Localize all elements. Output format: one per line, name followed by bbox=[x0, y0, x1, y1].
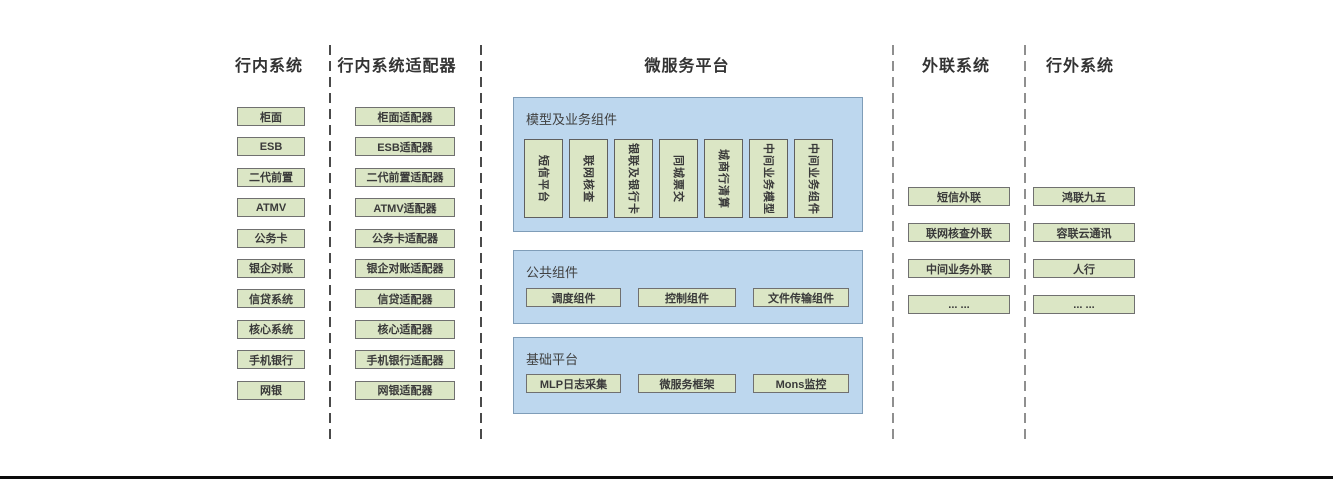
column-title-external-systems: 行外系统 bbox=[1045, 58, 1114, 75]
external-box: 鸿联九五 bbox=[1033, 187, 1135, 206]
column-divider-1 bbox=[329, 45, 331, 445]
column-title-outreach-systems: 外联系统 bbox=[921, 58, 990, 75]
outreach-box: 短信外联 bbox=[908, 187, 1010, 206]
external-box: 容联云通讯 bbox=[1033, 223, 1135, 242]
column-divider-4 bbox=[1024, 45, 1026, 445]
component-box-label: 城商行清算 bbox=[716, 148, 729, 209]
panel-title: 基础平台 bbox=[526, 352, 579, 367]
panel-title: 模型及业务组件 bbox=[526, 112, 618, 127]
component-box: 中间业务组件 bbox=[794, 139, 833, 218]
system-box: ATMV bbox=[237, 198, 305, 218]
system-box: 公务卡 bbox=[237, 228, 305, 248]
component-box-label: 同城票交 bbox=[671, 154, 684, 203]
component-box: 联网核查 bbox=[569, 139, 608, 218]
base-platform-components-list: MLP日志采集微服务框架 Mons监控 bbox=[526, 374, 849, 393]
external-box: ... ... bbox=[1033, 295, 1135, 314]
adapter-box: ATMV适配器 bbox=[355, 198, 455, 218]
system-box: 二代前置 bbox=[237, 167, 305, 187]
column-title-internal-system-adapters: 行内系统适配器 bbox=[337, 58, 457, 75]
component-box: 中间业务模型 bbox=[749, 139, 788, 218]
adapter-box: 信贷适配器 bbox=[355, 289, 455, 309]
component-box: 控制组件 bbox=[638, 288, 736, 307]
common-components-list: 调度组件控制组件文件传输组件 bbox=[526, 288, 849, 307]
system-box: 核心系统 bbox=[237, 319, 305, 339]
adapter-box: 银企对账适配器 bbox=[355, 258, 455, 278]
internal-system-adapters-list: 柜面适配器 ESB适配器二代前置适配器 ATMV适配器公务卡适配器银企对账适配器信贷… bbox=[355, 107, 455, 400]
column-divider-2 bbox=[480, 45, 482, 445]
adapter-box: 柜面适配器 bbox=[355, 107, 455, 126]
adapter-box: 公务卡适配器 bbox=[355, 228, 455, 248]
column-title-microservice-platform: 微服务平台 bbox=[644, 58, 730, 75]
external-systems-list: 鸿联九五容联云通讯人行 ... ... bbox=[1033, 187, 1135, 314]
external-box: 人行 bbox=[1033, 259, 1135, 278]
outreach-box: ... ... bbox=[908, 295, 1010, 314]
adapter-box: 二代前置适配器 bbox=[355, 167, 455, 187]
system-box: 网银 bbox=[237, 380, 305, 400]
component-box-label: 联网核查 bbox=[581, 154, 594, 203]
panel-common-components: 公共组件 调度组件控制组件文件传输组件 bbox=[513, 250, 863, 324]
component-box-label: 中间业务组件 bbox=[806, 142, 819, 215]
panel-model-and-business-components: 模型及业务组件 短信平台 联网核查 银联及银行卡 同城票交 城商行清算 中间业务模型 中间业… bbox=[513, 97, 863, 232]
column-title-internal-systems: 行内系统 bbox=[234, 58, 303, 75]
adapter-box: ESB适配器 bbox=[355, 137, 455, 157]
component-box: 城商行清算 bbox=[704, 139, 743, 218]
panel-base-platform: 基础平台 MLP日志采集微服务框架 Mons监控 bbox=[513, 337, 863, 414]
outreach-systems-list: 短信外联联网核查外联中间业务外联 ... ... bbox=[908, 187, 1010, 314]
component-box: MLP日志采集 bbox=[526, 374, 621, 393]
adapter-box: 手机银行适配器 bbox=[355, 350, 455, 370]
component-box: 文件传输组件 bbox=[753, 288, 849, 307]
component-box: 银联及银行卡 bbox=[614, 139, 653, 218]
panel-title: 公共组件 bbox=[526, 265, 579, 280]
component-box: 调度组件 bbox=[526, 288, 621, 307]
outreach-box: 联网核查外联 bbox=[908, 223, 1010, 242]
system-box: 信贷系统 bbox=[237, 289, 305, 309]
adapter-box: 网银适配器 bbox=[355, 380, 455, 400]
business-components-list: 短信平台 联网核查 银联及银行卡 同城票交 城商行清算 中间业务模型 中间业务组件 bbox=[524, 139, 833, 218]
system-box: 柜面 bbox=[237, 107, 305, 126]
column-divider-3 bbox=[892, 45, 894, 445]
component-box-label: 中间业务模型 bbox=[761, 142, 774, 215]
system-box: ESB bbox=[237, 137, 305, 157]
outreach-box: 中间业务外联 bbox=[908, 259, 1010, 278]
system-box: 银企对账 bbox=[237, 258, 305, 278]
component-box: 短信平台 bbox=[524, 139, 563, 218]
system-box: 手机银行 bbox=[237, 350, 305, 370]
bottom-border-line bbox=[0, 476, 1333, 479]
component-box-label: 短信平台 bbox=[536, 154, 549, 203]
internal-systems-list: 柜面 ESB 二代前置 ATMV 公务卡银企对账信贷系统核心系统手机银行网银 bbox=[237, 107, 305, 400]
component-box: 同城票交 bbox=[659, 139, 698, 218]
component-box: 微服务框架 bbox=[638, 374, 736, 393]
component-box-label: 银联及银行卡 bbox=[626, 142, 639, 215]
adapter-box: 核心适配器 bbox=[355, 319, 455, 339]
component-box: Mons监控 bbox=[753, 374, 849, 393]
